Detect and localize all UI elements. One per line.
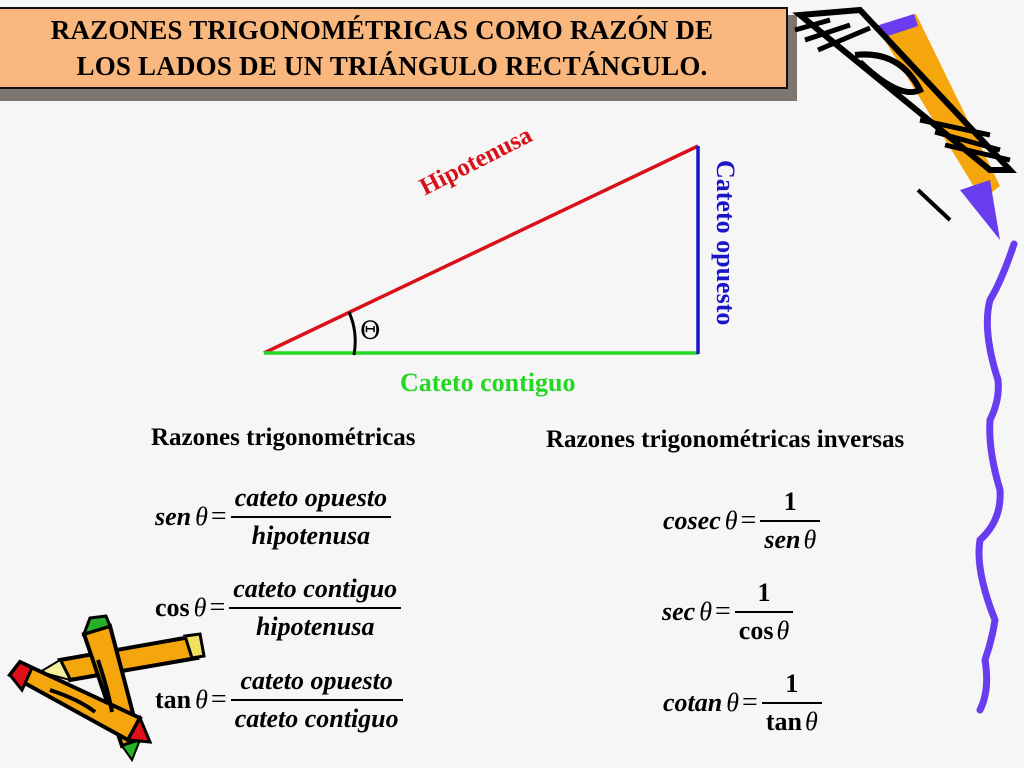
title-banner: RAZONES TRIGONOMÉTRICAS COMO RAZÓN DE LO… (0, 7, 788, 89)
numerator: cateto opuesto (240, 666, 393, 695)
numerator: 1 (785, 669, 799, 698)
fraction-bar (230, 699, 403, 701)
pencil-clipart-icon (792, 6, 1017, 240)
hypotenuse-line (263, 144, 699, 355)
fraction-bar (734, 611, 794, 613)
adjacent-label: Cateto contiguo (400, 368, 576, 397)
basic-ratios-title: Razones trigonométricas (151, 424, 416, 451)
denominator: hipotenusa (251, 521, 371, 550)
numerator: 1 (783, 487, 797, 516)
denominator: hipotenusa (255, 612, 375, 641)
fraction-bar (230, 516, 392, 518)
numerator: cateto opuesto (234, 483, 388, 512)
numerator: cateto contiguo (233, 574, 398, 603)
angle-arc (347, 311, 357, 356)
title-line-2: LOS LADOS DE UN TRIÁNGULO RECTÁNGULO. (76, 51, 708, 81)
fraction: cateto opuesto cateto contiguo (230, 663, 403, 737)
inverse-ratios-title: Razones trigonométricas inversas (546, 426, 905, 453)
fraction-bar (761, 702, 822, 704)
numerator: 1 (757, 578, 771, 607)
fraction-bar (229, 607, 402, 609)
title-line-1: RAZONES TRIGONOMÉTRICAS COMO RAZÓN DE (50, 15, 714, 45)
denominator: cateto contiguo (234, 704, 399, 733)
wavy-line-icon (975, 240, 1018, 714)
angle-label: Θ (360, 316, 381, 345)
crossed-pencils-icon (6, 614, 206, 763)
fraction-bar (760, 520, 821, 522)
fraction: cateto contiguo hipotenusa (229, 571, 402, 645)
right-triangle (263, 144, 700, 356)
opposite-label: Cateto opuesto (711, 160, 740, 326)
fraction: cateto opuesto hipotenusa (230, 480, 392, 554)
